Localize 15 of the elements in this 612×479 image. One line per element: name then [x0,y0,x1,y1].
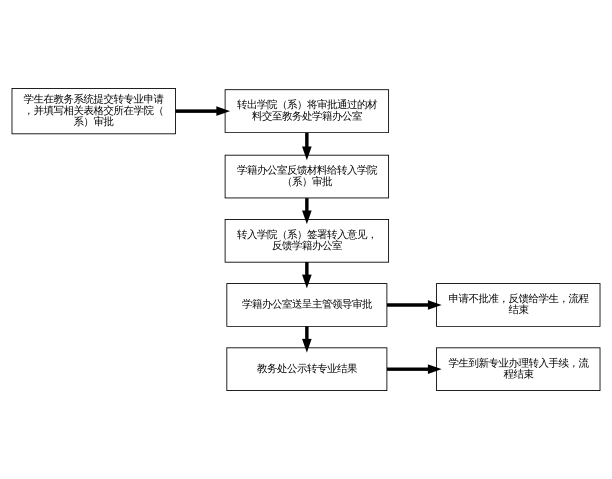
arrow [302,132,312,160]
arrow [386,364,442,374]
arrow [386,300,442,310]
arrow [302,262,312,288]
node-box: 转入学院（系）签署转入意见，反馈学籍办公室 [224,218,390,263]
arrow [302,198,312,224]
node-box: 转出学院（系）将审批通过的材料交至教务处学籍办公室 [224,89,390,133]
node-box: 学生在教务系统提交转专业申请，并填写相关表格交所在学院（系）审批 [12,88,176,134]
arrow [176,106,230,116]
node-box: 学籍办公室反馈材料给转入学院（系）审批 [224,154,390,198]
node-box: 学生到新专业办理转入手续，流程结束 [436,347,600,391]
node-box: 教务处公示转专业结果 [226,347,388,391]
node-box: 申请不批准，反馈给学生，流程结束 [436,283,600,327]
node-box: 学籍办公室送呈主管领导审批 [226,283,388,327]
arrow [302,326,312,353]
